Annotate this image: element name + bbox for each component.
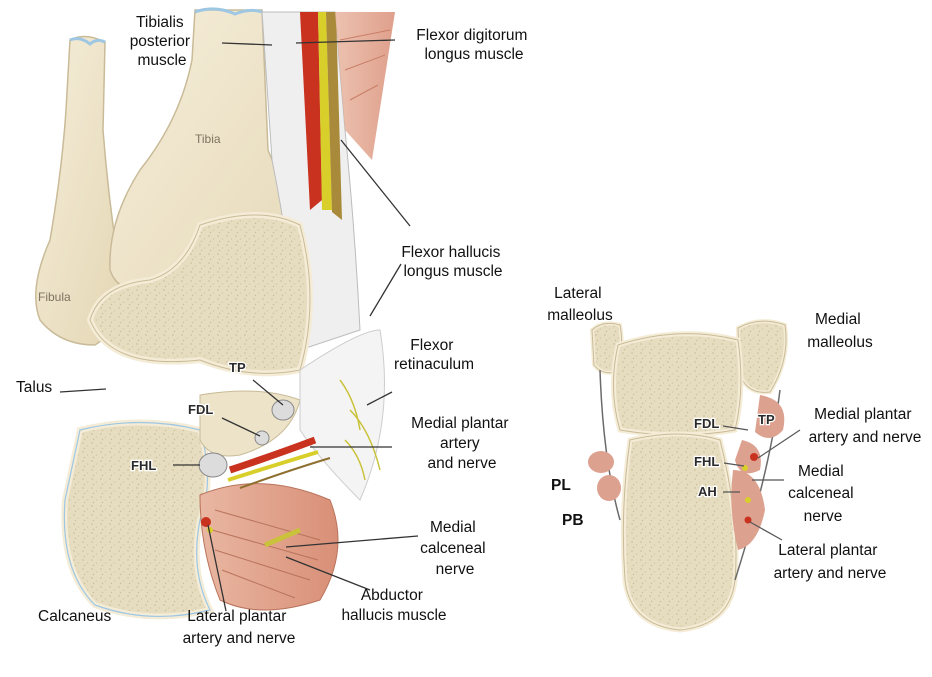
ankle-cross-section: TP FDL FHL AH PL PB Lateral malleolus Me… (547, 285, 921, 630)
calcaneus-bone (64, 423, 210, 617)
fdl-tendon (255, 431, 269, 445)
abductor-hallucis-muscle (200, 484, 338, 610)
fdl-abbr: FDL (188, 402, 213, 417)
tp-tendon (272, 400, 294, 420)
cs-tp-abbr: TP (758, 412, 775, 427)
pl-tendon (588, 451, 614, 473)
tibia-label: Tibia (195, 132, 221, 146)
cs-fdl-abbr: FDL (694, 416, 719, 431)
cs-fhl-abbr: FHL (694, 454, 719, 469)
cs-medial-plantar-label: Medial plantar artery and nerve (809, 406, 922, 446)
tibialis-posterior-label: Tibialis posterior muscle (130, 14, 195, 69)
medial-ankle-view: Tibia Fibula TP FDL FHL Tibialis posteri… (16, 9, 532, 647)
fhl-tendon (199, 453, 227, 477)
medial-plantar-label: Medial plantar artery and nerve (411, 415, 513, 472)
talus-section (613, 334, 740, 435)
medial-calceneal-label: Medial calceneal nerve (420, 519, 490, 578)
cs-lateral-plantar-label: Lateral plantar artery and nerve (774, 542, 887, 582)
flexor-retinaculum (300, 330, 385, 500)
cs-pl-abbr: PL (551, 477, 571, 494)
lateral-malleolus-label: Lateral malleolus (547, 285, 613, 324)
cs-ah-abbr: AH (698, 484, 717, 499)
ah-muscle (731, 470, 765, 550)
flexor-retinaculum-label: Flexor retinaculum (394, 337, 474, 373)
pb-tendon (597, 475, 621, 501)
medial-malleolus-label: Medial malleolus (807, 311, 873, 351)
cs-medial-calceneal-label: Medial calceneal nerve (788, 463, 858, 525)
tp-abbr: TP (229, 360, 246, 375)
flexor-hallucis-longus-label: Flexor hallucis longus muscle (401, 244, 504, 280)
fhl-abbr: FHL (131, 458, 156, 473)
talus-label: Talus (16, 379, 52, 396)
fibula-label: Fibula (38, 290, 71, 304)
abductor-hallucis-label: Abductor hallucis muscle (341, 587, 446, 624)
calcaneus-label: Calcaneus (38, 608, 111, 625)
cs-pb-abbr: PB (562, 512, 584, 529)
lateral-plantar-label: Lateral plantar artery and nerve (183, 608, 296, 647)
flexor-digitorum-longus-label: Flexor digitorum longus muscle (416, 27, 531, 63)
medial-malleolus-bone (738, 321, 786, 392)
